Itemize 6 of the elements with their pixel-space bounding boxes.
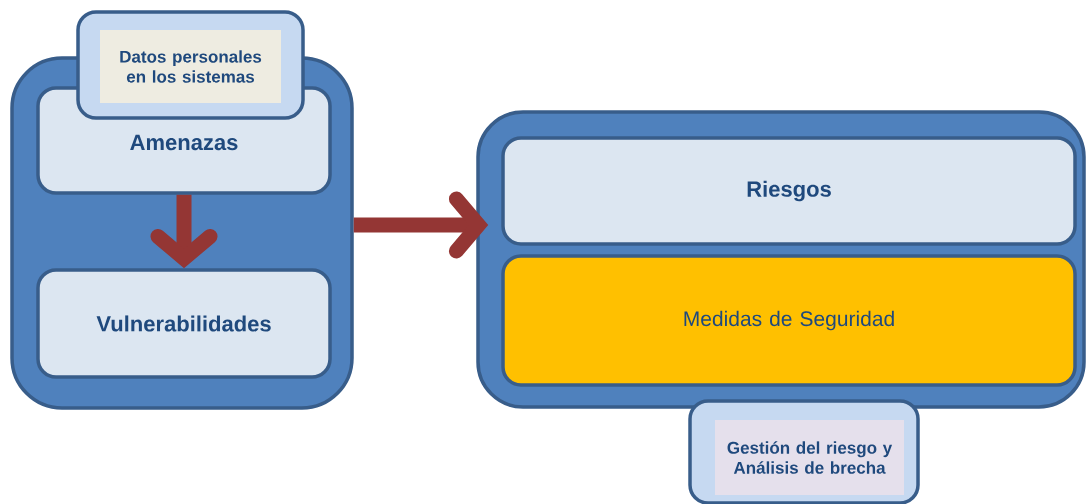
process-box: Riesgos [501,136,1077,246]
tab-box: Gestión del riesgo y Análisis de brecha [688,399,920,504]
tab-box: Datos personales en los sistemas [76,10,305,120]
arrow [353,191,489,259]
measures-box: Medidas de Seguridad [501,254,1077,387]
process-box: Vulnerabilidades [36,268,332,379]
